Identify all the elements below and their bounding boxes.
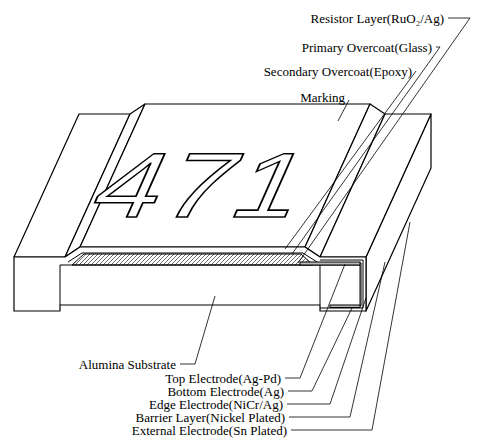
part-label: Alumina Substrate: [79, 357, 176, 372]
part-label: Bottom Electrode(Ag): [167, 384, 284, 399]
leader-line: [288, 308, 352, 391]
leader-line: [291, 222, 410, 430]
terminal-top: [320, 114, 431, 257]
leader-line: [285, 264, 345, 378]
bottom-electrode: [330, 305, 360, 308]
substrate-edge: [360, 265, 361, 305]
barrier-layer: [320, 260, 363, 308]
part-label: Marking: [300, 90, 345, 105]
leader-line: [289, 262, 385, 417]
glass-line: [68, 253, 317, 262]
part-label: Edge Electrode(NiCr/Ag): [149, 397, 283, 412]
part-label: Resistor Layer(RuO₂/Ag): [311, 11, 444, 26]
terminal-edge: [320, 265, 321, 305]
resistor-layer-band: [72, 254, 313, 265]
front-face: [14, 247, 366, 311]
terminal-edge: [60, 265, 61, 305]
part-label: Primary Overcoat(Glass): [302, 40, 432, 55]
leader-line: [287, 298, 366, 404]
part-label: External Electrode(Sn Plated): [132, 423, 287, 438]
part-label: Secondary Overcoat(Epoxy): [264, 64, 412, 79]
leader-line: [180, 296, 215, 364]
part-label: Top Electrode(Ag-Pd): [165, 371, 281, 386]
part-label: Barrier Layer(Nickel Plated): [136, 410, 285, 425]
top-electrode: [300, 262, 360, 265]
marking-text: 471: [80, 139, 330, 231]
